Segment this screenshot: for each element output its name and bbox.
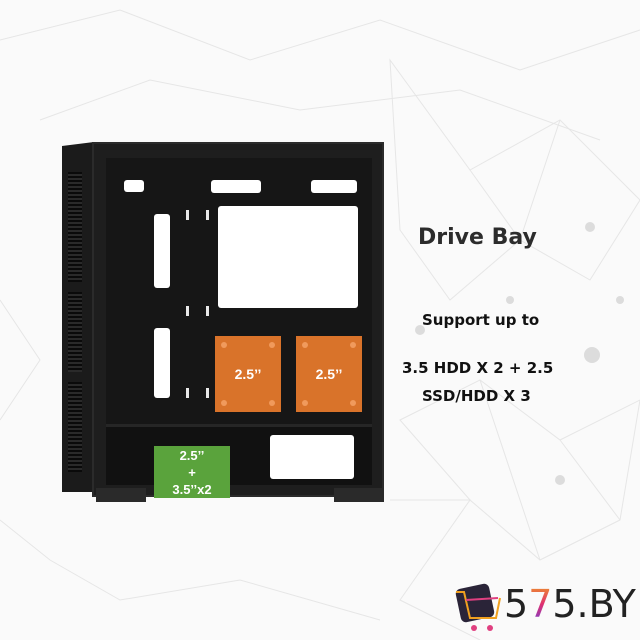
shopping-cart-icon bbox=[455, 583, 501, 631]
shroud-cutout bbox=[270, 435, 354, 479]
feature-desc-line1: Support up to bbox=[422, 311, 540, 329]
feature-title: Drive Bay bbox=[418, 225, 537, 250]
logo-text: 575.BY bbox=[504, 582, 636, 626]
bay-label: + bbox=[188, 464, 196, 480]
cable-hole bbox=[154, 328, 170, 398]
bay-label: 2.5’’ bbox=[179, 447, 205, 463]
cable-hole bbox=[211, 180, 261, 193]
case-frame: 2.5’’ 2.5’’ 2.5’’ + 3.5’’x2 bbox=[92, 142, 384, 498]
feature-desc-line2: 3.5 HDD X 2 + 2.5 bbox=[402, 359, 554, 377]
front-vent bbox=[68, 382, 82, 472]
front-vent bbox=[68, 172, 82, 282]
cable-hole bbox=[154, 214, 170, 288]
bay-label: 3.5’’x2 bbox=[172, 481, 212, 497]
psu-shroud bbox=[106, 424, 372, 485]
case-foot bbox=[334, 488, 384, 502]
hdd-cage: 2.5’’ + 3.5’’x2 bbox=[154, 446, 230, 498]
bay-label: 2.5’’ bbox=[234, 366, 262, 382]
bay-label: 2.5’’ bbox=[315, 366, 343, 382]
case-front-panel bbox=[62, 142, 94, 492]
cable-hole bbox=[124, 180, 144, 192]
cable-hole bbox=[311, 180, 357, 193]
pc-case-image: 2.5’’ 2.5’’ 2.5’’ + 3.5’’x2 bbox=[62, 142, 384, 502]
case-foot bbox=[96, 488, 146, 502]
ssd-bay-2: 2.5’’ bbox=[296, 336, 362, 412]
cpu-cutout bbox=[218, 206, 358, 308]
feature-desc-line3: SSD/HDD X 3 bbox=[422, 387, 531, 405]
ssd-bay-1: 2.5’’ bbox=[215, 336, 281, 412]
store-logo: 575.BY bbox=[450, 578, 640, 634]
front-vent bbox=[68, 292, 82, 372]
